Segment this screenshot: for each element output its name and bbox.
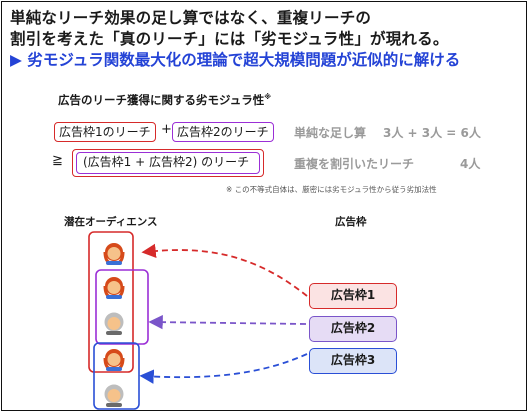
section-heading-text: 広告のリーチ獲得に関する劣モジュラ性 — [58, 93, 265, 107]
simple-sum-value: 3人 + 3人 = 6人 — [383, 126, 481, 140]
slot1-arrow — [141, 243, 308, 297]
title-line-1: 単純なリーチ効果の足し算ではなく、重複リーチの — [10, 9, 372, 27]
plus-sign: + — [161, 122, 172, 137]
title-line-3: ▶ 劣モジュラ関数最大化の理論で超大規模問題が近似的に解ける — [10, 51, 461, 69]
slot2-audience-group — [95, 269, 149, 345]
section-heading-mark: ※ — [264, 93, 272, 102]
footnote: ※ この不等式自体は、厳密には劣モジュラ性から従う劣加法性 — [226, 185, 437, 194]
person-2 — [103, 277, 125, 299]
dedup-value: 4人 — [460, 157, 481, 171]
slot1-reach-box: 広告枠1のリーチ — [54, 122, 156, 142]
audience-label: 潜在オーディエンス — [64, 216, 158, 228]
title-line-2: 割引を考えた「真のリーチ」には「劣モジュラ性」が現れる。 — [10, 30, 449, 48]
slot2-reach-box: 広告枠2のリーチ — [172, 122, 274, 142]
slot3-tag: 広告枠3 — [309, 348, 397, 374]
slots-label: 広告枠 — [335, 216, 367, 228]
section-heading: 広告のリーチ獲得に関する劣モジュラ性※ — [58, 92, 271, 108]
person-4 — [103, 349, 125, 371]
dedup-label: 重複を割引いたリーチ — [294, 157, 415, 171]
slot1-audience-group — [88, 231, 134, 373]
geq-sign: ≧ — [52, 153, 63, 168]
slot3-audience-group — [93, 342, 140, 410]
slot3-arrow — [139, 353, 308, 384]
combined-outer-box — [72, 149, 264, 177]
slot2-arrow — [148, 314, 307, 330]
combined-reach-box: (広告枠1 + 広告枠2) のリーチ — [76, 152, 260, 174]
person-1 — [103, 243, 125, 265]
person-3 — [104, 312, 124, 335]
slot2-tag: 広告枠2 — [309, 316, 397, 342]
person-5 — [104, 384, 124, 407]
simple-sum-label: 単純な足し算 — [294, 126, 367, 140]
slot1-tag: 広告枠1 — [309, 283, 397, 309]
